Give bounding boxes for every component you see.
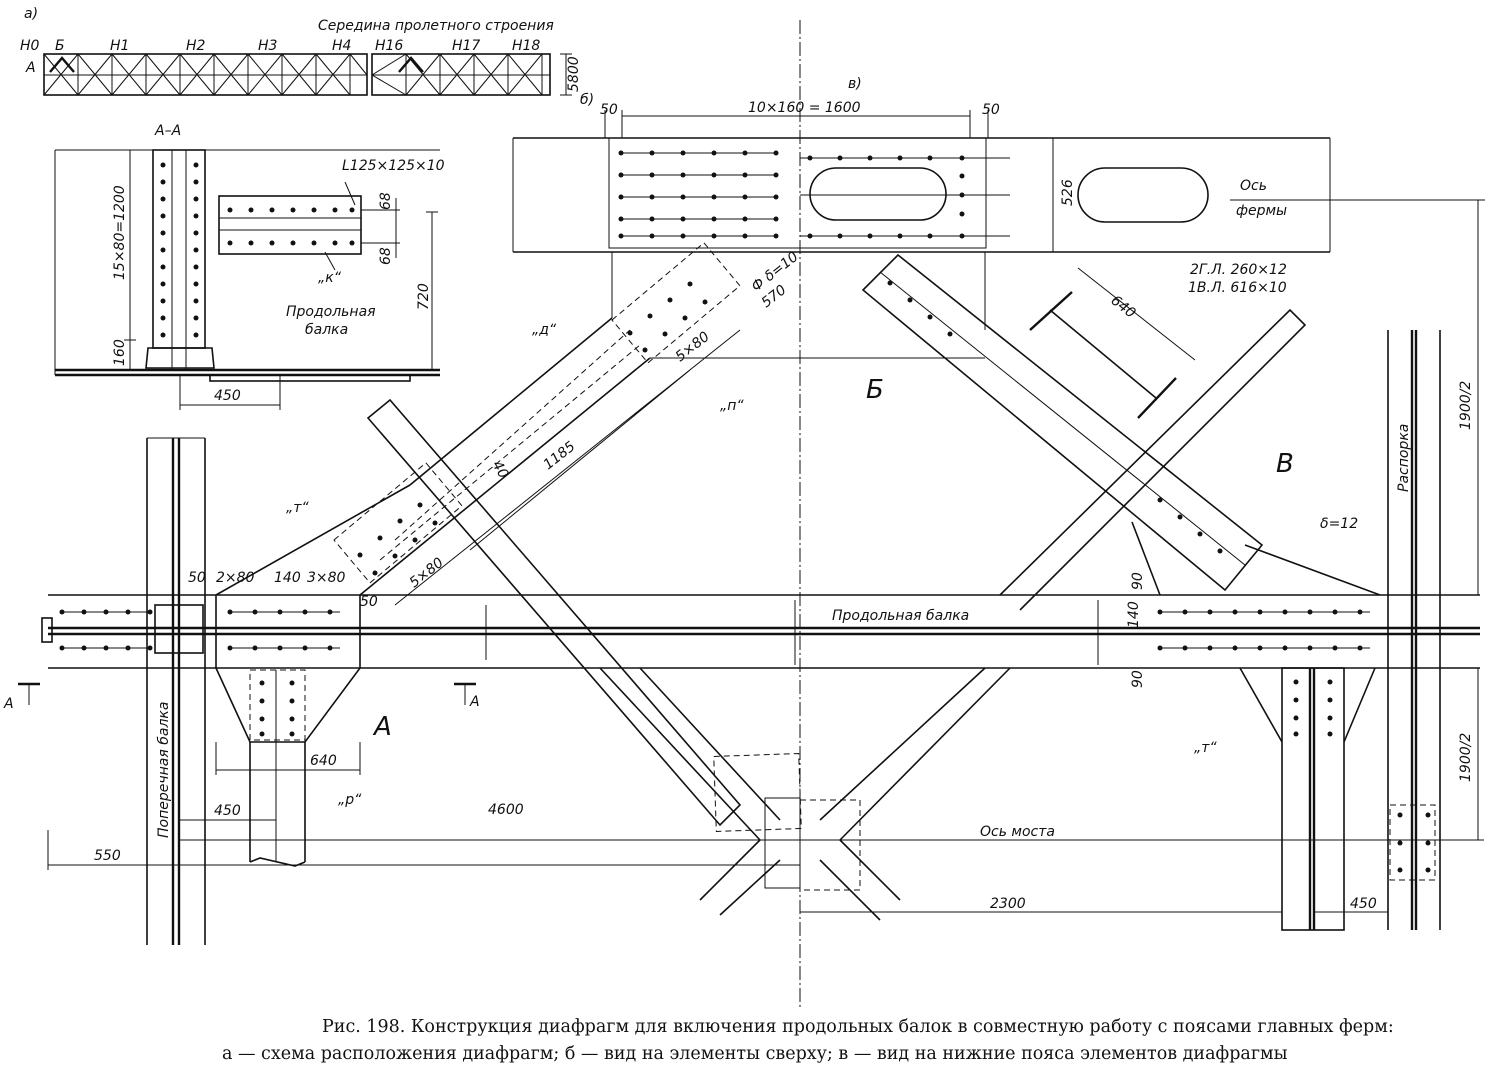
view-v-label: в) bbox=[848, 76, 862, 92]
dim-50-right: 50 bbox=[982, 102, 1000, 118]
half-dim-bottom: 1900/2 bbox=[1458, 733, 1474, 782]
dim-50-left: 50 bbox=[600, 102, 618, 118]
m-label-right: „т“ bbox=[1194, 740, 1217, 756]
layout-scheme: а) Середина пролетного строения Н0 Б Н1 … bbox=[20, 6, 582, 96]
scheme-height-dim: 5800 bbox=[566, 56, 582, 92]
scheme-label: а) bbox=[24, 6, 38, 22]
dim-450-right: 450 bbox=[1350, 896, 1377, 912]
dim-68-top: 68 bbox=[378, 192, 394, 210]
r-label: „р“ bbox=[338, 792, 362, 808]
dim-3x80: 3×80 bbox=[307, 570, 346, 586]
delta-label: δ=12 bbox=[1320, 516, 1358, 532]
m-label: „т“ bbox=[286, 500, 309, 516]
axis-label-2: фермы bbox=[1236, 203, 1287, 219]
dim-50-b: 50 bbox=[360, 594, 378, 610]
n-label: „п“ bbox=[720, 398, 744, 414]
dim-68-bottom: 68 bbox=[378, 247, 394, 265]
caption-line-1: Рис. 198. Конструкция диафрагм для включ… bbox=[322, 1017, 1394, 1037]
section-title: А–А bbox=[154, 123, 181, 139]
dim-2300: 2300 bbox=[990, 896, 1026, 912]
main-view: б) в) 10×160 = 1600 50 50 526 Ось фермы … bbox=[3, 20, 1485, 1010]
dim-90-top: 90 bbox=[1130, 572, 1146, 590]
d-label: „д“ bbox=[532, 322, 557, 338]
flange-dim: 526 bbox=[1060, 179, 1076, 206]
longitudinal-beam-label: Продольная балка bbox=[832, 608, 969, 624]
caption-line-2: а — схема расположения диафрагм; б — вид… bbox=[222, 1044, 1288, 1064]
dim-140-right: 140 bbox=[1126, 601, 1142, 628]
scheme-support-label: А bbox=[25, 60, 36, 76]
section-height-dim: 720 bbox=[416, 283, 432, 310]
dim-640-bottom: 640 bbox=[310, 753, 337, 769]
brace-label: Распорка bbox=[1396, 424, 1412, 492]
beam-label-2: балка bbox=[305, 322, 348, 338]
node-h2: Н2 bbox=[186, 38, 206, 54]
node-h0: Н0 bbox=[20, 38, 40, 54]
section-bottom-dim: 160 bbox=[112, 339, 128, 366]
scheme-title: Середина пролетного строения bbox=[318, 18, 554, 34]
section-vertical-dim: 15×80=1200 bbox=[112, 185, 128, 280]
dim-40: 40 bbox=[489, 458, 512, 482]
dim-5x80-top: 5×80 bbox=[673, 329, 713, 365]
angle-label: L125×125×10 bbox=[342, 158, 445, 174]
k-label: „к“ bbox=[318, 270, 342, 286]
node-h4: Н4 bbox=[332, 38, 351, 54]
top-dim: 10×160 = 1600 bbox=[748, 100, 861, 116]
cross-beam-label: Поперечная балка bbox=[156, 702, 172, 838]
section-width-dim: 450 bbox=[214, 388, 241, 404]
dim-4600: 4600 bbox=[488, 802, 524, 818]
dim-90-bottom: 90 bbox=[1130, 670, 1146, 688]
dim-140: 140 bbox=[274, 570, 301, 586]
node-b: Б bbox=[55, 38, 65, 54]
node-h1: Н1 bbox=[110, 38, 129, 54]
node-b-label: Б bbox=[866, 375, 884, 405]
axis-label-1: Ось bbox=[1240, 178, 1267, 194]
dim-640-top: 640 bbox=[1108, 293, 1139, 322]
node-h16: Н16 bbox=[375, 38, 403, 54]
beam-label-1: Продольная bbox=[286, 304, 376, 320]
section-label-2: 1В.Л. 616×10 bbox=[1188, 280, 1287, 296]
dim-2x80: 2×80 bbox=[216, 570, 255, 586]
node-v-label: В bbox=[1276, 449, 1294, 479]
bridge-axis-label: Ось моста bbox=[980, 824, 1055, 840]
node-h18: Н18 bbox=[512, 38, 540, 54]
section-label: 2Г.Л. 260×12 bbox=[1190, 262, 1287, 278]
node-h3: Н3 bbox=[258, 38, 277, 54]
node-a-label: А bbox=[372, 712, 392, 742]
cut-label-right: А bbox=[469, 694, 480, 710]
dim-5x80-bottom: 5×80 bbox=[407, 555, 447, 591]
view-b-label: б) bbox=[580, 92, 594, 108]
dim-50-a: 50 bbox=[188, 570, 206, 586]
dim-450-left: 450 bbox=[214, 803, 241, 819]
half-dim-top: 1900/2 bbox=[1458, 381, 1474, 430]
node-h17: Н17 bbox=[452, 38, 480, 54]
cut-label-left: А bbox=[3, 696, 14, 712]
figure-caption: Рис. 198. Конструкция диафрагм для включ… bbox=[222, 1014, 1482, 1068]
section-aa: А–А 15×80=1200 160 L125×125×10 68 68 Про… bbox=[54, 123, 445, 410]
dim-550: 550 bbox=[94, 848, 121, 864]
